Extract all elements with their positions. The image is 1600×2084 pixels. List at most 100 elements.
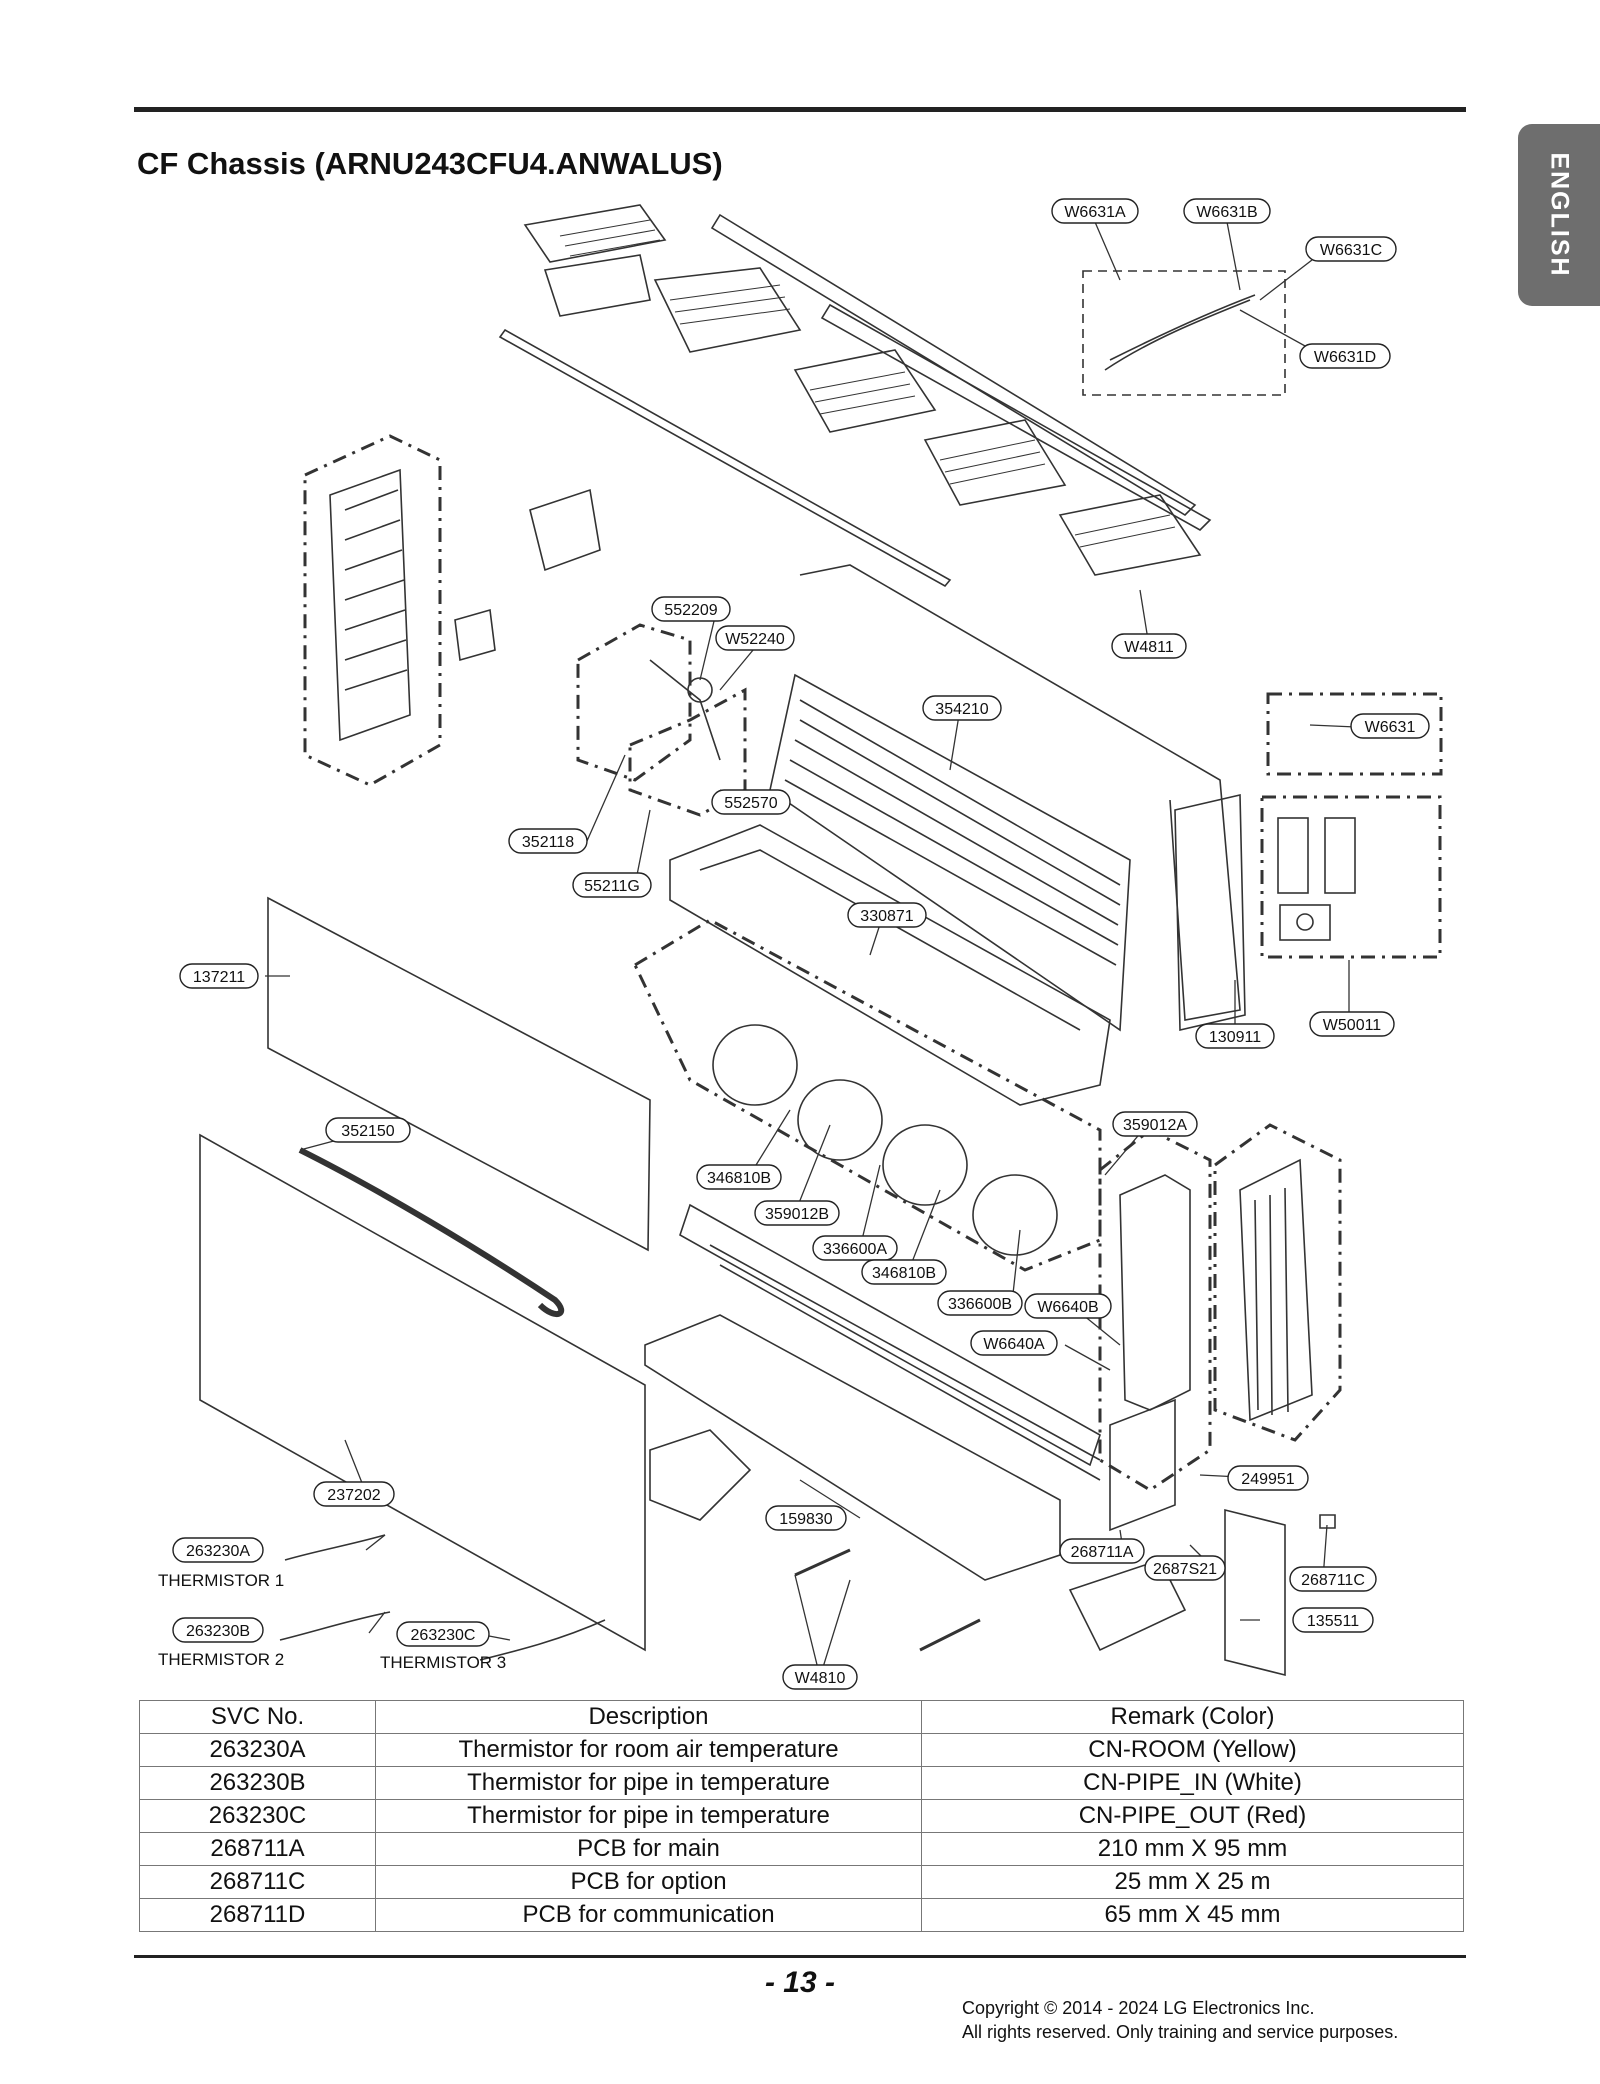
- leader-lines: [265, 221, 1357, 1678]
- drain-pan: [669, 824, 1111, 1106]
- description-cell: Thermistor for pipe in temperature: [375, 1799, 922, 1833]
- callout-354210: 354210: [922, 695, 1002, 721]
- small-bracket: [454, 608, 496, 662]
- svg-text:159830: 159830: [779, 1511, 832, 1528]
- callout-352150: 352150: [325, 1117, 411, 1143]
- callout-336600b: 336600B: [937, 1290, 1023, 1316]
- svg-text:2687S21: 2687S21: [1153, 1561, 1217, 1578]
- svg-text:249951: 249951: [1241, 1471, 1294, 1488]
- callout-263230c: 263230C: [396, 1621, 490, 1647]
- callout-346810b-2: 346810B: [861, 1259, 947, 1285]
- svg-text:263230B: 263230B: [186, 1623, 250, 1640]
- callout-55211g: 55211G: [572, 872, 652, 898]
- drain-hose: [298, 1147, 565, 1317]
- cabinet-frame: [799, 564, 1246, 1032]
- thermistor-wires: [279, 1534, 606, 1661]
- svg-text:359012B: 359012B: [765, 1206, 829, 1223]
- callout-268711a: 268711A: [1059, 1538, 1145, 1564]
- callout-263230a: 263230A: [172, 1537, 264, 1563]
- callout-268711c: 268711C: [1289, 1566, 1377, 1592]
- heat-exchanger-coil: [769, 673, 1131, 1032]
- callout-2687s21: 2687S21: [1144, 1555, 1226, 1581]
- table-header-row: SVC No. Description Remark (Color): [139, 1700, 1464, 1734]
- description-cell: Thermistor for room air temperature: [375, 1733, 922, 1767]
- air-guide-louver: [679, 1203, 1101, 1481]
- page-title: CF Chassis (ARNU243CFU4.ANWALUS): [137, 146, 723, 181]
- svg-text:W6631: W6631: [1365, 719, 1416, 736]
- callout-137211: 137211: [179, 963, 259, 989]
- svc-no-cell: 263230C: [139, 1799, 376, 1833]
- page-number: - 13 -: [764, 1966, 836, 1999]
- upper-front-panel: [267, 896, 651, 1252]
- svc-no-cell: 268711A: [139, 1832, 376, 1866]
- top-rails: [498, 213, 1212, 588]
- callout-552209: 552209: [651, 596, 731, 622]
- svg-text:55211G: 55211G: [584, 878, 640, 895]
- control-box: [1098, 1128, 1212, 1492]
- svg-text:W6640A: W6640A: [983, 1336, 1045, 1353]
- callout-130911: 130911: [1195, 1023, 1275, 1049]
- table-row: 263230B Thermistor for pipe in temperatu…: [139, 1766, 1464, 1800]
- thermistor-3-label: THERMISTOR 3: [380, 1653, 506, 1672]
- svg-text:263230C: 263230C: [411, 1627, 476, 1644]
- top-rule: [134, 107, 1466, 112]
- remark-cell: CN-PIPE_IN (White): [921, 1766, 1464, 1800]
- svg-text:268711A: 268711A: [1071, 1544, 1134, 1561]
- col-header-svc-no: SVC No.: [139, 1700, 376, 1734]
- table-row: 263230C Thermistor for pipe in temperatu…: [139, 1799, 1464, 1833]
- callout-w6631d: W6631D: [1299, 343, 1391, 369]
- table-row: 263230A Thermistor for room air temperat…: [139, 1733, 1464, 1767]
- svg-text:359012A: 359012A: [1123, 1117, 1187, 1134]
- svg-text:263230A: 263230A: [186, 1543, 250, 1560]
- control-box-cover: [1224, 1508, 1286, 1677]
- callout-159830: 159830: [765, 1505, 847, 1531]
- svg-text:346810B: 346810B: [872, 1265, 936, 1282]
- exploded-parts-diagram: W6631A W6631B W6631C W6631D W4811 552209…: [158, 198, 1443, 1690]
- parts-table: SVC No. Description Remark (Color) 26323…: [139, 1700, 1464, 1932]
- callout-552570: 552570: [711, 789, 791, 815]
- svc-no-cell: 263230A: [139, 1733, 376, 1767]
- callout-w4811: W4811: [1111, 633, 1187, 659]
- thermistor-2-label: THERMISTOR 2: [158, 1650, 284, 1669]
- svg-text:137211: 137211: [193, 969, 245, 986]
- svg-text:W4810: W4810: [795, 1670, 846, 1687]
- mounting-brackets: [794, 1548, 981, 1652]
- svc-no-cell: 268711C: [139, 1865, 376, 1899]
- callout-w6640a: W6640A: [970, 1330, 1058, 1356]
- svg-text:130911: 130911: [1209, 1029, 1261, 1046]
- svg-text:W6631A: W6631A: [1064, 204, 1126, 221]
- svg-text:552209: 552209: [664, 602, 717, 619]
- callout-336600a: 336600A: [812, 1235, 898, 1261]
- svg-text:352150: 352150: [341, 1123, 394, 1140]
- description-cell: PCB for main: [375, 1832, 922, 1866]
- control-bracket: [529, 488, 601, 572]
- callout-w6631b: W6631B: [1183, 198, 1271, 224]
- svg-text:W50011: W50011: [1323, 1017, 1382, 1034]
- description-cell: Thermistor for pipe in temperature: [375, 1766, 922, 1800]
- svc-no-cell: 268711D: [139, 1898, 376, 1932]
- svc-no-cell: 263230B: [139, 1766, 376, 1800]
- callout-346810b-1: 346810B: [696, 1164, 782, 1190]
- expansion-valve-group: [576, 623, 747, 817]
- accessory-kit-group: [1260, 692, 1443, 959]
- col-header-description: Description: [375, 1700, 922, 1734]
- wire-harness-w6631-group: [1082, 270, 1286, 396]
- svg-text:W6640B: W6640B: [1037, 1299, 1098, 1316]
- col-header-remark: Remark (Color): [921, 1700, 1464, 1734]
- bottom-rule: [134, 1955, 1466, 1958]
- side-filter-right-group: [1213, 1123, 1342, 1442]
- remark-cell: 210 mm X 95 mm: [921, 1832, 1464, 1866]
- callout-w6631a: W6631A: [1051, 198, 1139, 224]
- copyright-line-2: All rights reserved. Only training and s…: [962, 2022, 1399, 2042]
- svg-text:346810B: 346810B: [707, 1170, 771, 1187]
- callout-263230b: 263230B: [172, 1617, 264, 1643]
- callout-237202: 237202: [313, 1481, 395, 1507]
- language-tab[interactable]: ENGLISH: [1518, 124, 1600, 306]
- option-pcb: [1319, 1514, 1336, 1529]
- remark-cell: 25 mm X 25 m: [921, 1865, 1464, 1899]
- svg-text:268711C: 268711C: [1301, 1572, 1365, 1589]
- callout-w6631: W6631: [1350, 713, 1430, 739]
- description-cell: PCB for option: [375, 1865, 922, 1899]
- svg-text:W6631D: W6631D: [1314, 349, 1376, 366]
- callout-249951: 249951: [1227, 1465, 1309, 1491]
